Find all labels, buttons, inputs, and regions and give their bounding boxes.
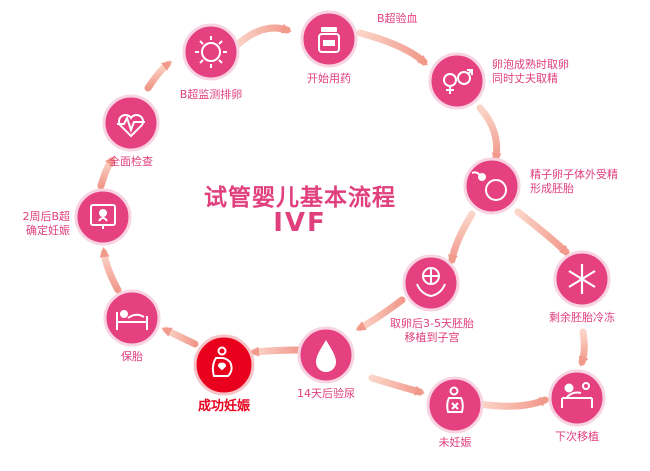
label-full-checkup: 全面检查 xyxy=(109,155,153,168)
label-success: 成功妊娠 xyxy=(197,399,250,414)
label-b-ultrasound-blood: B超验血 xyxy=(377,12,418,25)
node-start-medication xyxy=(300,10,358,68)
arrow-checkup-to-monitor xyxy=(144,60,172,92)
node-pregnancy-test xyxy=(297,326,355,384)
droplet-icon xyxy=(316,340,336,372)
arrow-fertilization-to-transfer xyxy=(447,210,476,265)
medical-bed-icon xyxy=(561,382,593,408)
label-embryo-transfer: 取卵后3-5天胚胎 移植到子宫 xyxy=(390,317,474,344)
node-egg-retrieval xyxy=(428,52,486,110)
pregnant-heart-icon xyxy=(211,346,233,377)
arrow-urine-to-notpregnant xyxy=(368,374,425,396)
snowflake-icon xyxy=(568,264,596,294)
label-ovulation-monitoring: B超监测排卵 xyxy=(179,88,243,101)
arrow-success-to-protect xyxy=(161,326,199,348)
arrow-urine-to-success xyxy=(249,346,304,357)
heart-monitor-icon xyxy=(117,113,145,138)
label-next-transfer: 下次移植 xyxy=(555,430,599,443)
gender-symbols-icon xyxy=(443,69,473,94)
label-pregnancy-test: 14天后验尿 xyxy=(297,387,355,400)
node-ovulation-monitoring xyxy=(182,23,240,81)
label-start-medication: 开始用药 xyxy=(307,72,351,85)
node-freeze-embryos xyxy=(553,250,611,308)
node-not-pregnant xyxy=(426,376,484,434)
label-fertilization: 精子卵子体外受精 形成胚胎 xyxy=(530,168,618,195)
arrow-protect-to-confirm xyxy=(99,247,122,294)
flow-arrows xyxy=(97,23,589,410)
arrow-freeze-to-next xyxy=(578,328,589,367)
medicine-bottle-icon xyxy=(318,27,340,53)
pregnant-cross-icon xyxy=(446,386,464,413)
arrow-retrieval-to-fertilization xyxy=(476,104,502,163)
ultrasound-screen-icon xyxy=(90,204,116,229)
node-next-transfer xyxy=(548,369,606,427)
bed-rest-icon xyxy=(116,310,148,330)
label-not-pregnant: 未妊娠 xyxy=(438,436,472,449)
flow-nodes xyxy=(74,10,611,434)
node-confirm-pregnancy xyxy=(74,188,132,246)
hands-embryo-icon xyxy=(416,267,446,298)
arrow-transfer-to-urine xyxy=(355,296,406,332)
diagram-subtitle: IVF xyxy=(273,208,327,238)
label-egg-retrieval: 卵泡成熟时取卵 同时丈夫取精 xyxy=(492,58,569,85)
arrow-fertilization-to-freeze xyxy=(514,208,570,256)
arrow-medication-to-blood xyxy=(356,29,428,66)
sperm-egg-icon xyxy=(471,171,507,201)
diagram-title: 试管婴儿基本流程 xyxy=(204,185,396,211)
node-fertilization xyxy=(463,157,521,215)
arrow-monitor-to-medication xyxy=(232,23,292,50)
label-protect-pregnancy: 保胎 xyxy=(121,350,143,363)
node-embryo-transfer xyxy=(402,254,460,312)
label-confirm-pregnancy: 2周后B超 确定妊娠 xyxy=(22,210,70,237)
arrow-notpregnant-to-next xyxy=(476,396,550,410)
label-freeze-embryos: 剩余胚胎冷冻 xyxy=(549,311,615,324)
node-protect-pregnancy xyxy=(103,289,161,347)
sun-icon xyxy=(195,36,227,68)
node-full-checkup xyxy=(102,94,160,152)
arrow-confirm-to-checkup xyxy=(97,155,116,190)
node-success xyxy=(193,334,255,396)
